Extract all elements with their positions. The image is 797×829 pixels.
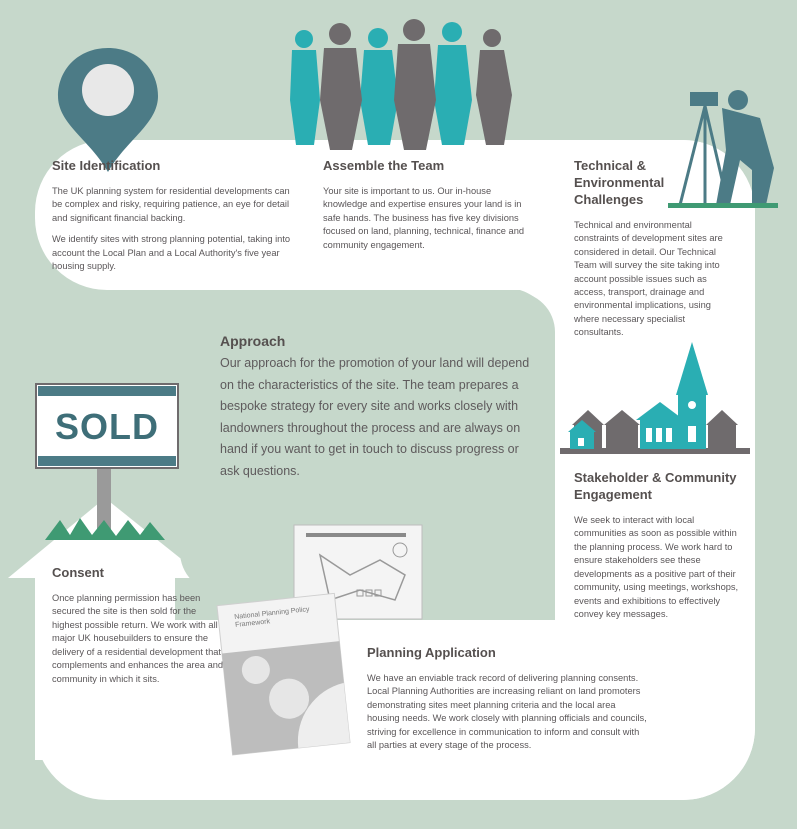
process-path — [8, 140, 755, 800]
planning-application-title: Planning Application — [367, 645, 496, 660]
location-pin-icon — [58, 48, 158, 172]
consent-title: Consent — [52, 565, 104, 580]
stakeholder-title: Stakeholder & Community Engagement — [574, 470, 737, 502]
planning-application-section: Planning Application We have an enviable… — [367, 645, 647, 761]
approach-panel — [180, 292, 555, 592]
path-corner-fill — [520, 290, 556, 340]
site-identification-text-1: The UK planning system for residential d… — [52, 185, 290, 223]
stakeholder-section: Stakeholder & Community Engagement We se… — [574, 470, 746, 630]
approach-section: Approach Our approach for the promotion … — [220, 333, 530, 482]
technical-section: Technical & Environmental Challenges Tec… — [574, 158, 726, 348]
assemble-team-text: Your site is important to us. Our in-hou… — [323, 185, 525, 250]
sold-sign-icon — [35, 383, 179, 540]
policy-document-icon — [216, 592, 351, 756]
technical-title: Technical & Environmental Challenges — [574, 158, 665, 207]
stakeholder-text: We seek to interact with local communiti… — [574, 514, 739, 620]
path-bottom-band — [35, 620, 755, 800]
site-identification-title: Site Identification — [52, 158, 161, 173]
assemble-team-title: Assemble the Team — [323, 158, 445, 173]
people-group-icon — [290, 19, 512, 150]
site-identification-text-2: We identify sites with strong planning p… — [52, 234, 291, 272]
consent-text: Once planning permission has been secure… — [52, 592, 224, 684]
sold-sign-text: SOLD — [54, 406, 159, 447]
assemble-team-section: Assemble the Team Your site is important… — [323, 158, 538, 260]
approach-text: Our approach for the promotion of your l… — [220, 356, 530, 478]
technical-text: Technical and environmental constraints … — [574, 219, 723, 338]
town-icon — [560, 342, 750, 454]
planning-application-text: We have an enviable track record of deli… — [367, 672, 647, 751]
path-left-column — [35, 560, 175, 760]
site-identification-section: Site Identification The UK planning syst… — [52, 158, 297, 282]
consent-section: Consent Once planning permission has bee… — [52, 565, 224, 694]
surveyor-icon — [668, 90, 778, 208]
approach-title: Approach — [220, 333, 286, 349]
